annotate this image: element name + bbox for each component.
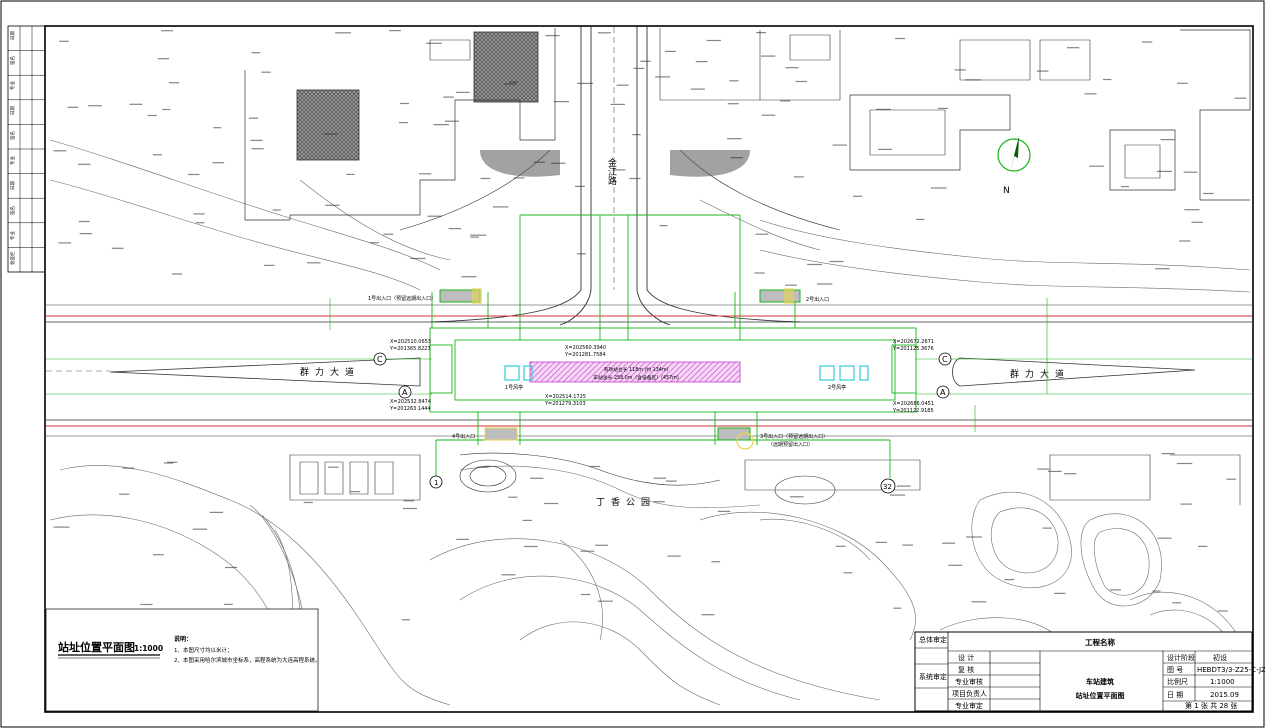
platform-hatch [529,361,741,383]
tb-scale-value: 1:1000 [1210,678,1235,686]
tb-stage-label: 设计阶段 [1167,653,1195,662]
north-road-label: 金江路 [606,157,617,186]
coord-ne-y: Y=201125.3676 [892,346,934,352]
coordinate-callouts: X=202510.0653 Y=201365.8223 X=202560.394… [389,339,934,414]
tb-drawing-name-1: 车站建筑 [1086,677,1114,686]
note-2: 2、本图采用哈尔滨城市坐标系，高程系统为大连高程系统。 [174,656,321,664]
west-avenue-label: 群力大道 [300,366,360,378]
coord-nw-y: Y=201365.8223 [389,346,431,352]
entrance-2-label: 2号出入口 [806,296,829,303]
park-features [289,452,1241,505]
tb-scale-label: 比例尺 [1167,677,1188,686]
entrance-3-sublabel: （远期预留出入口） [768,441,813,448]
axis-c-right: C [942,355,948,364]
coord-nw-x: X=202510.0653 [390,339,431,345]
drawing-frame [44,25,1254,713]
tb-project-label: 工程名称 [1085,637,1115,647]
north-road [399,27,841,326]
tb-stage-value: 初设 [1213,653,1227,662]
coord-nc-x: X=202560.3940 [565,345,606,351]
north-label: N [1003,186,1010,196]
strip-label-7: 专业 [9,81,16,90]
entrance-4-box [484,427,518,441]
strip-label-8: 签名 [9,56,16,65]
coord-se-x: X=202686.0451 [893,401,934,407]
tb-role-4: 专业审定 [955,701,983,710]
coord-sc-x: X=202514.1725 [545,394,586,400]
drawing-scale: 1:1000 [134,644,163,653]
tb-drawing-no-label: 图 号 [1167,666,1183,674]
platform-label: 有效站台长 118m (约 134m) [604,366,669,373]
coord-sw-x: X=202532.8474 [390,399,431,405]
buildings-north [244,28,1251,221]
tb-role-1: 复 核 [958,665,974,674]
axis-a-left: A [402,388,408,397]
signoff-strip: 会签栏 专业 签名 日期 专业 签名 日期 专业 签名 日期 [7,25,46,273]
tb-left-0: 总体审定 [919,635,947,644]
axis-a-right: A [940,388,946,397]
tb-drawing-name-2: 站址位置平面图 [1076,691,1125,700]
notes-heading: 说明： [174,635,192,643]
axis-1: 1 [434,479,438,487]
entrance-4-label: 4号出入口 [452,433,475,440]
note-1: 1、本图尺寸均以米计； [174,646,233,654]
tb-date-value: 2015.09 [1210,691,1239,699]
tb-date-label: 日 期 [1167,691,1183,699]
station-structures [46,214,1252,478]
axis-markers [373,352,952,494]
vent-left-label: 1号风亭 [505,384,523,391]
strip-label-0: 会签栏 [9,251,16,265]
park-label: 丁香公园 [596,497,656,508]
strip-label-4: 专业 [9,156,16,165]
entrance-3-label: 3号出入口（预留远期出入口） [760,433,828,440]
strip-label-1: 专业 [9,231,16,240]
north-arrow-icon [997,136,1031,174]
strip-label-2: 签名 [9,206,16,215]
drawing-title-block: 站址位置平面图 1:1000 说明： 1、本图尺寸均以米计； 2、本图采用哈尔滨… [45,608,321,712]
strip-label-3: 日期 [10,181,16,190]
drawing-title: 站址位置平面图 [58,640,135,654]
tb-sheet-count: 第 1 张 共 28 张 [1185,701,1238,710]
stairs [504,365,869,381]
elevation-marks [53,30,1247,621]
tb-left-1: 系统审定 [919,672,947,681]
title-block: 工程名称 总体审定 系统审定 设 计 复 核 专业审核 项目负责人 专业审定 车… [914,631,1265,712]
tb-role-3: 项目负责人 [952,689,987,698]
station-length-label: 车站总长 258.0m（含设备区）(457m) [593,374,679,381]
entrances [439,288,801,450]
tb-role-0: 设 计 [958,653,974,662]
entrance-1-label: 1号出入口（预留远期出入口） [368,295,436,302]
axis-c-left: C [377,355,383,364]
coord-nc-y: Y=201281.7584 [564,352,606,358]
east-avenue-label: 群力大道 [1010,368,1070,380]
strip-label-6: 日期 [10,106,16,115]
terrain-contours [49,139,1251,706]
coord-se-y: Y=201122.9185 [892,408,934,414]
main-avenue [46,304,1252,437]
coord-sw-y: Y=201263.1444 [389,406,431,412]
strip-label-5: 签名 [9,131,16,140]
tb-role-2: 专业审核 [955,677,983,686]
vent-right-label: 2号风亭 [828,384,846,391]
entrance-3-box [717,427,751,441]
strip-label-9: 日期 [10,31,16,40]
coord-ne-x: X=202672.2671 [893,339,934,345]
tb-drawing-no-value: HEBDT3/3-Z25-C-JZ-01 [1197,666,1265,674]
axis-32: 32 [883,483,892,491]
coord-sc-y: Y=201279.3103 [544,401,586,407]
